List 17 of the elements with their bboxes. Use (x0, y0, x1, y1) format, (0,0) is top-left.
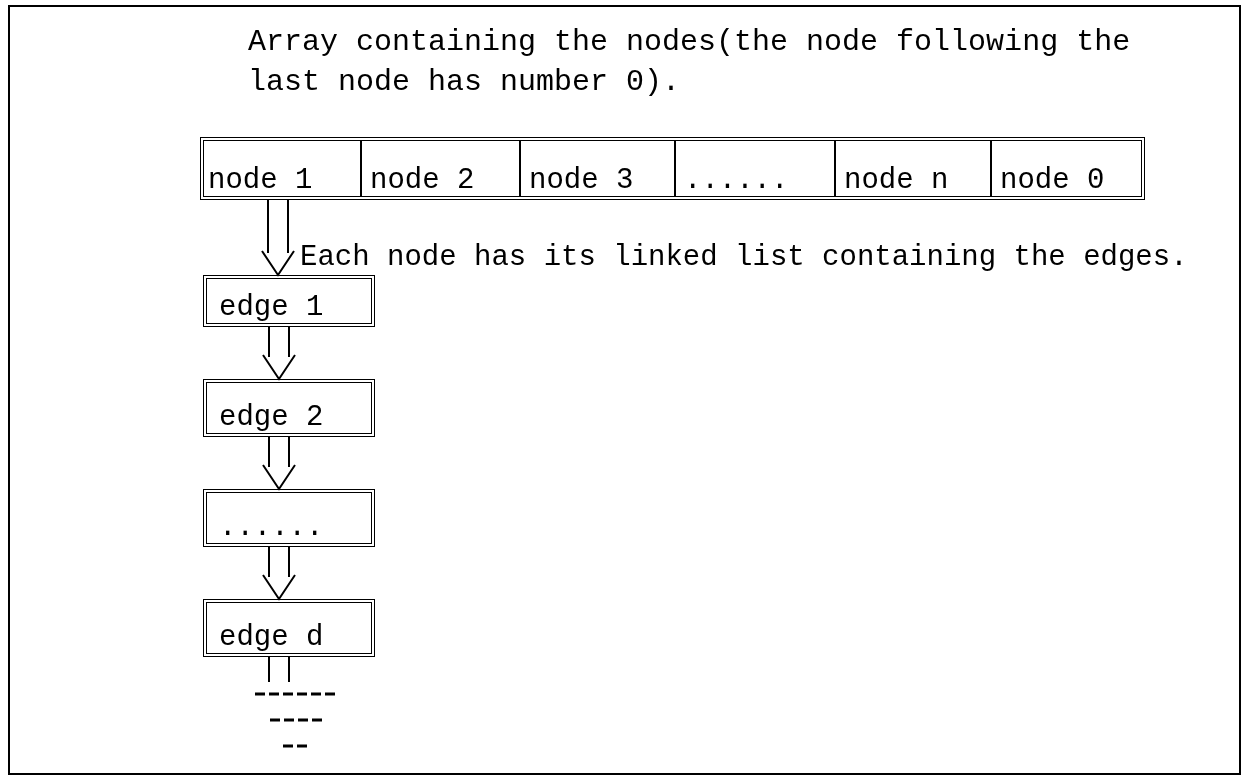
double-arrow (268, 656, 290, 683)
array-cell: node 3 (519, 141, 674, 196)
array-cell: node 2 (360, 141, 519, 196)
double-arrow (262, 436, 296, 491)
array-cell: ...... (674, 141, 834, 196)
list-item-box: edge d (203, 599, 375, 657)
array-cell: node n (834, 141, 990, 196)
double-arrow (262, 326, 296, 381)
double-arrow (261, 199, 295, 277)
list-item-box: edge 2 (203, 379, 375, 437)
double-arrow (262, 546, 296, 601)
array-heading: Array containing the nodes(the node following the last node has number 0). (248, 24, 1132, 101)
list-item-box: ...... (203, 489, 375, 547)
list-item-box: edge 1 (203, 275, 375, 327)
array-cell: node 0 (990, 141, 1145, 196)
annotation-text: Each node has its linked list containing the edges. (300, 240, 1188, 276)
array-cell: node 1 (200, 141, 360, 196)
